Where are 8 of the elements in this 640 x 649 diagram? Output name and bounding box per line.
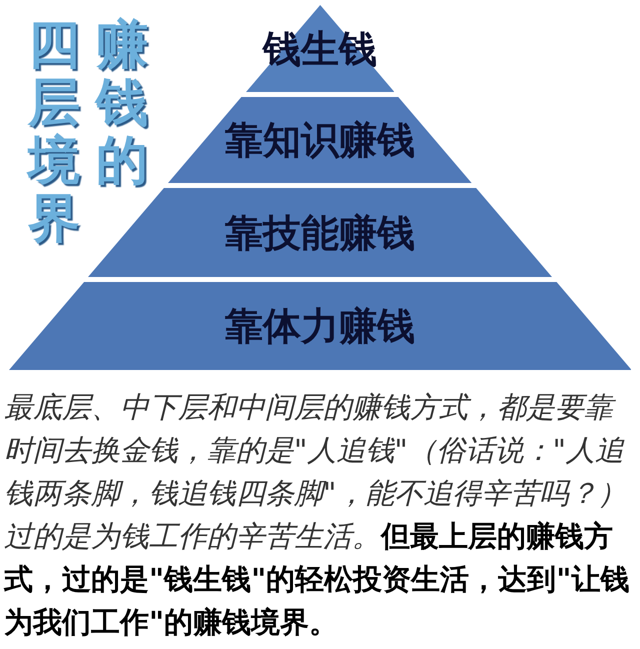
- pyramid-tier: [88, 188, 552, 277]
- tier-label: 靠技能赚钱: [224, 210, 415, 254]
- pyramid-tier: [8, 282, 632, 370]
- tier-label: 靠知识赚钱: [224, 118, 415, 162]
- pyramid-tier: [168, 97, 472, 183]
- tier-label: 靠体力赚钱: [224, 304, 415, 348]
- caption-paragraph: 最底层、中下层和中间层的赚钱方式，都是要靠时间去换金钱，靠的是"人追钱"（俗话说："人追钱两条脚，钱追钱四条脚"，能不追得辛苦吗？）过的是为钱工作的辛苦生活。但最上层的赚钱方式，过的是"钱生钱"的轻松投资生活，达到"让钱为我们工作"的赚钱境界。: [4, 389, 630, 641]
- title: 赚钱的四层境界: [26, 16, 149, 248]
